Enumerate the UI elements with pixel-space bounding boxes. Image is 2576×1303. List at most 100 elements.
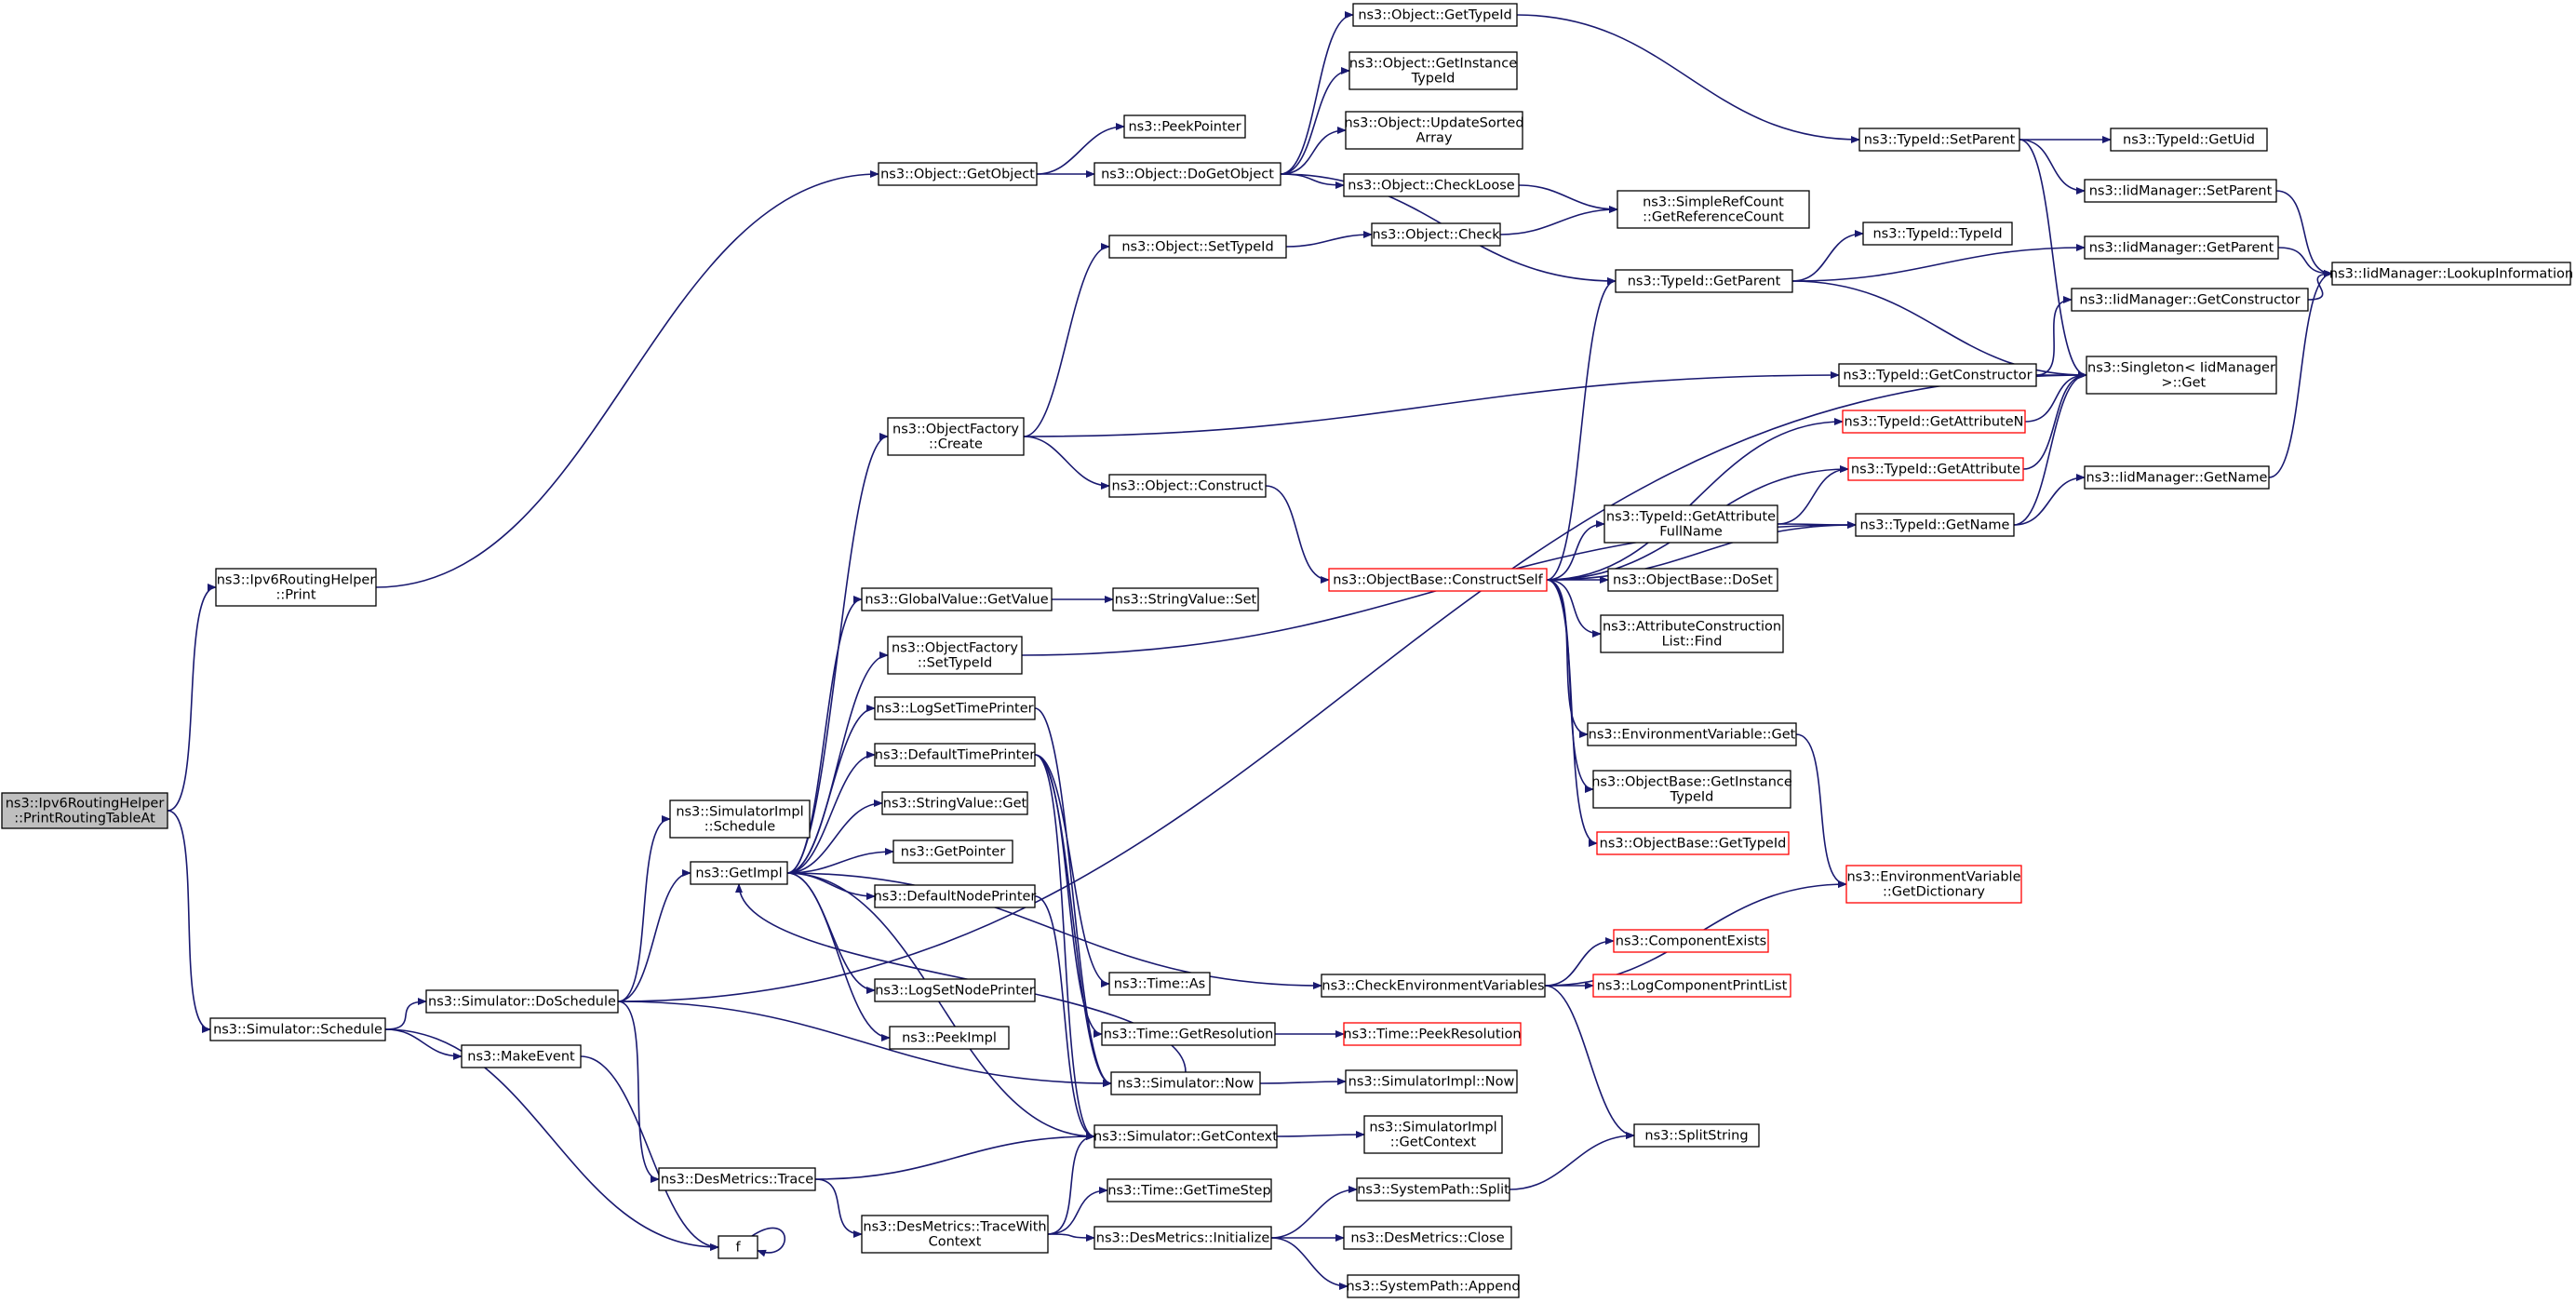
node-ns3-typeid-getconstructor[interactable]: ns3::TypeId::GetConstructor bbox=[1838, 363, 2037, 387]
node-ns3-getpointer[interactable]: ns3::GetPointer bbox=[892, 840, 1013, 864]
node-label: ns3::Time::PeekResolution bbox=[1343, 1028, 1521, 1042]
node-label: ns3::TypeId::GetAttributeN bbox=[1844, 415, 2023, 430]
edge-f-to-f bbox=[751, 1227, 786, 1257]
node-ns3-splitstring[interactable]: ns3::SplitString bbox=[1633, 1123, 1760, 1148]
node-ns3-ipv6routinghelper-printroutingtableat[interactable]: ns3::Ipv6RoutingHelper::PrintRoutingTabl… bbox=[1, 792, 168, 829]
node-ns3-logsetnodeprinter[interactable]: ns3::LogSetNodePrinter bbox=[874, 978, 1036, 1002]
node-ns3-logsettimeprinter[interactable]: ns3::LogSetTimePrinter bbox=[874, 696, 1036, 720]
node-box bbox=[1607, 568, 1778, 592]
node-ns3-time-gettimestep[interactable]: ns3::Time::GetTimeStep bbox=[1107, 1178, 1272, 1202]
node-label: ns3::Simulator::GetContext bbox=[1093, 1130, 1278, 1145]
node-f[interactable]: f bbox=[718, 1235, 758, 1259]
node-label: ns3::Time::GetTimeStep bbox=[1107, 1184, 1270, 1199]
node-ns3-componentexists[interactable]: ns3::ComponentExists bbox=[1613, 929, 1769, 953]
node-ns3-object-check[interactable]: ns3::Object::Check bbox=[1371, 222, 1501, 247]
node-ns3-stringvalue-set[interactable]: ns3::StringValue::Set bbox=[1112, 587, 1259, 611]
node-ns3-environmentvariable-getdictionary[interactable]: ns3::EnvironmentVariable::GetDictionary bbox=[1845, 865, 2022, 904]
node-ns3-stringvalue-get[interactable]: ns3::StringValue::Get bbox=[881, 791, 1028, 815]
node-ns3-iidmanager-getparent[interactable]: ns3::IidManager::GetParent bbox=[2084, 235, 2279, 260]
edge-doschedule-to-simimpl_schedule bbox=[617, 815, 671, 1002]
node-ns3-typeid-getparent[interactable]: ns3::TypeId::GetParent bbox=[1615, 269, 1793, 293]
node-ns3-systempath-split[interactable]: ns3::SystemPath::Split bbox=[1356, 1177, 1510, 1202]
node-ns3-object-checkloose[interactable]: ns3::Object::CheckLoose bbox=[1343, 173, 1520, 197]
node-label: ns3::LogSetNodePrinter bbox=[875, 984, 1035, 999]
node-ns3-desmetrics-close[interactable]: ns3::DesMetrics::Close bbox=[1343, 1226, 1512, 1250]
node-ns3-object-getobject[interactable]: ns3::Object::GetObject bbox=[878, 162, 1038, 186]
node-ns3-simulator-doschedule[interactable]: ns3::Simulator::DoSchedule bbox=[425, 989, 619, 1014]
node-ns3-objectfactory-create[interactable]: ns3::ObjectFactory::Create bbox=[887, 417, 1025, 456]
node-label: ns3::IidManager::SetParent bbox=[2089, 184, 2273, 199]
node-ns3-simulatorimpl-schedule[interactable]: ns3::SimulatorImpl::Schedule bbox=[669, 799, 811, 839]
node-ns3-typeid-getname[interactable]: ns3::TypeId::GetName bbox=[1855, 513, 2015, 537]
node-ns3-desmetrics-initialize[interactable]: ns3::DesMetrics::Initialize bbox=[1093, 1226, 1272, 1250]
node-ns3-checkenvironmentvariables[interactable]: ns3::CheckEnvironmentVariables bbox=[1321, 974, 1546, 998]
node-ns3-logcomponentprintlist[interactable]: ns3::LogComponentPrintList bbox=[1592, 974, 1791, 998]
node-ns3-globalvalue-getvalue[interactable]: ns3::GlobalValue::GetValue bbox=[861, 587, 1053, 611]
node-ns3-objectbase-doset[interactable]: ns3::ObjectBase::DoSet bbox=[1607, 568, 1778, 592]
node-ns3-object-gettypeid[interactable]: ns3::Object::GetTypeId bbox=[1352, 3, 1518, 27]
node-label: ns3::Object::Construct bbox=[1112, 479, 1264, 494]
node-ns3-object-dogetobject[interactable]: ns3::Object::DoGetObject bbox=[1093, 162, 1281, 186]
node-ns3-typeid-typeid[interactable]: ns3::TypeId::TypeId bbox=[1862, 222, 2013, 246]
node-ns3-objectbase-gettypeid[interactable]: ns3::ObjectBase::GetTypeId bbox=[1596, 831, 1790, 855]
node-label: TypeId bbox=[1411, 72, 1456, 87]
node-ns3-objectbase-constructself[interactable]: ns3::ObjectBase::ConstructSelf bbox=[1328, 568, 1548, 592]
node-ns3-ipv6routinghelper-print[interactable]: ns3::Ipv6RoutingHelper::Print bbox=[215, 568, 377, 607]
edge-getimpl-to-logsetnodeprinter bbox=[786, 872, 876, 994]
node-box bbox=[861, 587, 1053, 611]
node-ns3-iidmanager-getname[interactable]: ns3::IidManager::GetName bbox=[2084, 465, 2270, 490]
node-ns3-typeid-getuid[interactable]: ns3::TypeId::GetUid bbox=[2110, 128, 2268, 152]
node-label: List::Find bbox=[1662, 635, 1723, 650]
node-ns3-object-construct[interactable]: ns3::Object::Construct bbox=[1108, 474, 1267, 498]
node-ns3-objectfactory-settypeid[interactable]: ns3::ObjectFactory::SetTypeId bbox=[887, 636, 1023, 675]
node-ns3-time-peekresolution[interactable]: ns3::Time::PeekResolution bbox=[1343, 1022, 1522, 1046]
node-ns3-time-as[interactable]: ns3::Time::As bbox=[1108, 972, 1211, 996]
node-ns3-iidmanager-getconstructor[interactable]: ns3::IidManager::GetConstructor bbox=[2071, 288, 2309, 312]
node-box bbox=[861, 1215, 1049, 1254]
node-ns3-simplerefcount-getreferencecount[interactable]: ns3::SimpleRefCount::GetReferenceCount bbox=[1617, 190, 1810, 229]
node-box bbox=[1633, 1123, 1760, 1148]
node-ns3-systempath-append[interactable]: ns3::SystemPath::Append bbox=[1346, 1274, 1521, 1298]
node-ns3-time-getresolution[interactable]: ns3::Time::GetResolution bbox=[1101, 1022, 1276, 1046]
node-ns3-defaulttimeprinter[interactable]: ns3::DefaultTimePrinter bbox=[874, 743, 1036, 767]
edge-getimpl-to-stringvalue_get bbox=[786, 799, 883, 874]
edge-getobject-to-peekpointer bbox=[1036, 123, 1125, 175]
node-ns3-typeid-getattributen[interactable]: ns3::TypeId::GetAttributeN bbox=[1842, 410, 2026, 434]
node-ns3-defaultnodeprinter[interactable]: ns3::DefaultNodePrinter bbox=[874, 884, 1037, 908]
node-ns3-peekpointer[interactable]: ns3::PeekPointer bbox=[1123, 114, 1246, 139]
node-ns3-object-settypeid[interactable]: ns3::Object::SetTypeId bbox=[1108, 235, 1287, 259]
node-ns3-getimpl[interactable]: ns3::GetImpl bbox=[690, 861, 788, 885]
node-ns3-peekimpl[interactable]: ns3::PeekImpl bbox=[889, 1026, 1010, 1050]
edge-doschedule-to-getimpl bbox=[617, 869, 691, 1002]
node-label: ns3::StringValue::Set bbox=[1115, 593, 1257, 608]
node-ns3-iidmanager-lookupinformation[interactable]: ns3::IidManager::LookupInformation bbox=[2329, 262, 2573, 286]
node-ns3-simulator-getcontext[interactable]: ns3::Simulator::GetContext bbox=[1093, 1124, 1278, 1149]
node-ns3-environmentvariable-get[interactable]: ns3::EnvironmentVariable::Get bbox=[1587, 722, 1797, 746]
node-ns3-makeevent[interactable]: ns3::MakeEvent bbox=[461, 1044, 582, 1068]
edge-constructself-to-tid_getparent bbox=[1546, 277, 1617, 581]
node-label: ns3::DesMetrics::TraceWith bbox=[863, 1220, 1046, 1235]
edge-getimpl-to-getpointer bbox=[786, 848, 894, 874]
node-ns3-simulatorimpl-getcontext[interactable]: ns3::SimulatorImpl::GetContext bbox=[1363, 1115, 1503, 1154]
node-ns3-typeid-getattribute[interactable]: ns3::TypeId::GetAttribute bbox=[1847, 457, 2024, 481]
node-ns3-simulator-now[interactable]: ns3::Simulator::Now bbox=[1110, 1071, 1261, 1095]
node-ns3-desmetrics-trace[interactable]: ns3::DesMetrics::Trace bbox=[658, 1167, 816, 1191]
node-label: ns3::EnvironmentVariable::Get bbox=[1589, 728, 1796, 743]
node-ns3-iidmanager-setparent[interactable]: ns3::IidManager::SetParent bbox=[2084, 179, 2277, 203]
node-ns3-typeid-setparent[interactable]: ns3::TypeId::SetParent bbox=[1858, 128, 2020, 152]
node-box bbox=[887, 417, 1025, 456]
node-ns3-simulatorimpl-now[interactable]: ns3::SimulatorImpl::Now bbox=[1345, 1069, 1518, 1094]
node-label: ::GetContext bbox=[1390, 1135, 1477, 1150]
node-box bbox=[1858, 128, 2020, 152]
node-box bbox=[1587, 722, 1797, 746]
node-ns3-simulator-schedule[interactable]: ns3::Simulator::Schedule bbox=[209, 1017, 386, 1041]
edge-check-to-simplerefcount bbox=[1499, 206, 1618, 235]
edge-constructself-to-tid_getattrn bbox=[1546, 418, 1844, 581]
node-ns3-singleton-iidmanager-get[interactable]: ns3::Singleton< IidManager >::Get bbox=[2086, 356, 2277, 395]
